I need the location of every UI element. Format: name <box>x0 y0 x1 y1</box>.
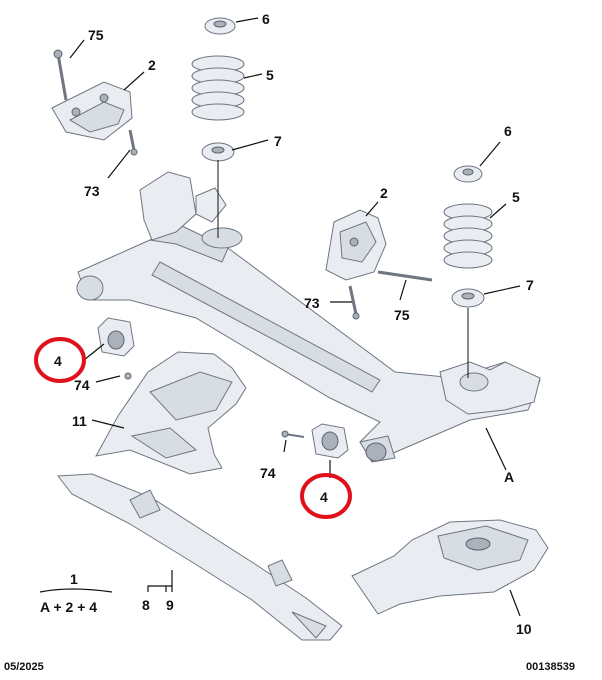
callout-1: 1 <box>70 571 78 587</box>
spring-pad-7-left <box>201 142 235 238</box>
underbody-shield-8-9 <box>57 473 343 641</box>
bolt-75-left <box>53 49 68 101</box>
callout-73-right: 73 <box>304 295 320 311</box>
callout-11: 11 <box>72 413 87 429</box>
bushing-4-right <box>311 423 349 459</box>
callout-5-left: 5 <box>266 67 274 83</box>
callout-74-right: 74 <box>260 465 276 481</box>
callout-2-right: 2 <box>380 185 388 201</box>
spring-pad-7-right <box>451 288 485 378</box>
spring-seat-6-right <box>453 165 483 183</box>
leader-lines <box>39 17 521 617</box>
callout-6-left: 6 <box>262 11 270 27</box>
highlight-ring-left <box>34 337 86 383</box>
callout-A: A <box>504 469 514 485</box>
mount-bracket-right <box>325 209 387 281</box>
bushing-4-left <box>97 317 135 357</box>
footer-date: 05/2025 <box>4 661 44 673</box>
bolt-75-right <box>377 270 433 282</box>
callout-4-right: 4 <box>320 489 328 505</box>
bolt-73-left <box>128 129 138 156</box>
callout-75-left: 75 <box>88 27 104 43</box>
callout-6-right: 6 <box>504 123 512 139</box>
callout-9: 9 <box>166 597 174 613</box>
bolt-73-right <box>348 285 360 320</box>
callout-2-left: 2 <box>148 57 156 73</box>
highlight-ring-right <box>300 473 352 519</box>
callout-formula: A + 2 + 4 <box>40 599 97 615</box>
callout-75-right: 75 <box>394 307 410 323</box>
coil-spring-5-left <box>191 55 245 121</box>
heat-shield-11 <box>95 351 247 475</box>
callout-73-left: 73 <box>84 183 100 199</box>
mount-bracket-left <box>51 81 133 141</box>
callout-8: 8 <box>142 597 150 613</box>
callout-10: 10 <box>516 621 532 637</box>
highlight-rings <box>34 337 352 519</box>
callout-7-left: 7 <box>274 133 282 149</box>
bolt-74-right <box>281 430 305 438</box>
footer-reference: 00138539 <box>526 661 575 673</box>
spring-seat-6-left <box>204 17 236 35</box>
bolt-74-left <box>124 372 132 380</box>
callout-74-left: 74 <box>74 377 90 393</box>
callout-4-left: 4 <box>54 353 62 369</box>
callout-7-right: 7 <box>526 277 534 293</box>
callout-labels: 75 2 73 6 5 7 6 5 7 2 73 75 4 74 11 74 4… <box>40 11 534 637</box>
coil-spring-5-right <box>443 203 493 269</box>
fuel-tank-shield-10 <box>351 519 549 615</box>
callout-5-right: 5 <box>512 189 520 205</box>
